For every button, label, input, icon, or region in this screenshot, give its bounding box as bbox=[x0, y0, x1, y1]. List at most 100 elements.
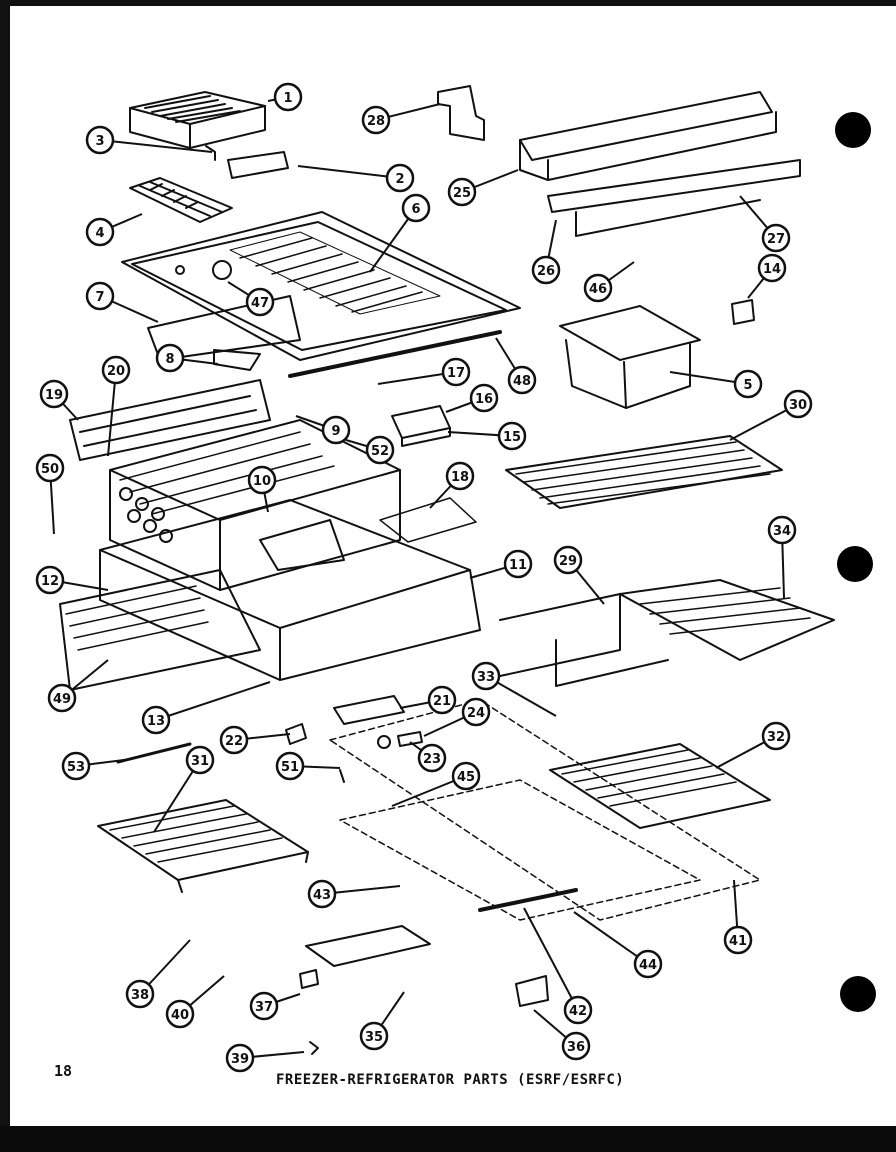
callout-number: 2 bbox=[395, 172, 404, 187]
callout-number: 29 bbox=[559, 554, 577, 569]
callout-9: 9 bbox=[321, 415, 351, 445]
callout-number: 12 bbox=[41, 574, 59, 589]
binder-hole bbox=[835, 112, 871, 148]
page-caption: FREEZER-REFRIGERATOR PARTS (ESRF/ESRFC) bbox=[276, 1072, 625, 1088]
callout-circle bbox=[275, 751, 305, 781]
callout-7: 7 bbox=[85, 281, 115, 311]
callout-circle bbox=[35, 565, 65, 595]
callout-number: 9 bbox=[331, 424, 340, 439]
part-divider-panel bbox=[59, 499, 481, 691]
callout-number: 41 bbox=[729, 934, 747, 949]
callout-10: 10 bbox=[247, 465, 277, 495]
callout-circle bbox=[225, 1043, 255, 1073]
callout-number: 26 bbox=[537, 264, 555, 279]
callout-number: 43 bbox=[313, 888, 331, 903]
callout-36: 36 bbox=[561, 1031, 591, 1061]
callout-26: 26 bbox=[531, 255, 561, 285]
callout-14: 14 bbox=[757, 253, 787, 283]
part-wire-shelf-middle bbox=[499, 579, 835, 687]
callout-circle bbox=[85, 125, 115, 155]
callout-circle bbox=[503, 549, 533, 579]
callout-46: 46 bbox=[583, 273, 613, 303]
callout-23: 23 bbox=[417, 743, 447, 773]
callout-circle bbox=[783, 389, 813, 419]
callout-circle bbox=[125, 979, 155, 1009]
callout-number: 4 bbox=[95, 226, 104, 241]
callout-circle bbox=[723, 925, 753, 955]
callout-circle bbox=[561, 1031, 591, 1061]
part-ice-tray-handle bbox=[205, 145, 289, 179]
callout-6: 6 bbox=[401, 193, 431, 223]
callout-19: 19 bbox=[39, 379, 69, 409]
callout-24: 24 bbox=[461, 697, 491, 727]
callout-5: 5 bbox=[733, 369, 763, 399]
callout-21: 21 bbox=[427, 685, 457, 715]
callout-39: 39 bbox=[225, 1043, 255, 1073]
callout-number: 14 bbox=[763, 262, 781, 277]
callout-number: 17 bbox=[447, 366, 465, 381]
callout-number: 15 bbox=[503, 430, 521, 445]
callout-circle bbox=[401, 193, 431, 223]
part-evaporator bbox=[69, 379, 401, 591]
callout-number: 44 bbox=[639, 958, 657, 973]
callout-53: 53 bbox=[61, 751, 91, 781]
callout-number: 19 bbox=[45, 388, 63, 403]
callout-circle bbox=[507, 365, 537, 395]
callout-27: 27 bbox=[761, 223, 791, 253]
callout-1: 1 bbox=[273, 82, 303, 112]
callout-number: 33 bbox=[477, 670, 495, 685]
callout-number: 27 bbox=[767, 232, 785, 247]
callout-37: 37 bbox=[249, 991, 279, 1021]
callout-circle bbox=[85, 217, 115, 247]
callout-circle bbox=[47, 683, 77, 713]
binder-hole bbox=[840, 976, 876, 1012]
callout-20: 20 bbox=[101, 355, 131, 385]
callout-33: 33 bbox=[471, 661, 501, 691]
callout-number: 49 bbox=[53, 692, 71, 707]
callout-number: 53 bbox=[67, 760, 85, 775]
callout-number: 37 bbox=[255, 1000, 273, 1015]
callout-31: 31 bbox=[185, 745, 215, 775]
callout-52: 52 bbox=[365, 435, 395, 465]
callout-45: 45 bbox=[451, 761, 481, 791]
callout-circle bbox=[385, 163, 415, 193]
part-wire-shelf-right bbox=[549, 743, 771, 829]
callout-16: 16 bbox=[469, 383, 499, 413]
callout-circle bbox=[247, 465, 277, 495]
callout-15: 15 bbox=[497, 421, 527, 451]
part-crisper-cover bbox=[519, 91, 801, 237]
part-ice-tray-cover bbox=[129, 91, 266, 149]
binder-hole bbox=[837, 546, 873, 582]
callout-number: 3 bbox=[95, 134, 104, 149]
callout-35: 35 bbox=[359, 1021, 389, 1051]
callout-13: 13 bbox=[141, 705, 171, 735]
part-wire-shelf-left bbox=[97, 799, 309, 893]
callout-circle bbox=[101, 355, 131, 385]
callout-circle bbox=[471, 661, 501, 691]
part-freezer-shelf bbox=[121, 211, 521, 361]
callout-49: 49 bbox=[47, 683, 77, 713]
callout-circle bbox=[531, 255, 561, 285]
callout-number: 31 bbox=[191, 754, 209, 769]
callout-circle bbox=[245, 287, 275, 317]
callout-circle bbox=[39, 379, 69, 409]
scan-edge-left bbox=[0, 0, 10, 1152]
callout-leader-3 bbox=[99, 139, 213, 153]
callout-number: 25 bbox=[453, 186, 471, 201]
callout-number: 52 bbox=[371, 444, 389, 459]
callout-circle bbox=[469, 383, 499, 413]
callout-22: 22 bbox=[219, 725, 249, 755]
callout-number: 5 bbox=[743, 378, 752, 393]
callout-number: 46 bbox=[589, 282, 607, 297]
callout-circle bbox=[553, 545, 583, 575]
callout-12: 12 bbox=[35, 565, 65, 595]
callout-number: 28 bbox=[367, 114, 385, 129]
callout-circle bbox=[563, 995, 593, 1025]
callout-circle bbox=[427, 685, 457, 715]
callout-30: 30 bbox=[783, 389, 813, 419]
callout-number: 47 bbox=[251, 296, 269, 311]
callout-circle bbox=[441, 357, 471, 387]
callout-2: 2 bbox=[385, 163, 415, 193]
callout-48: 48 bbox=[507, 365, 537, 395]
part-lower-frame bbox=[305, 699, 761, 967]
